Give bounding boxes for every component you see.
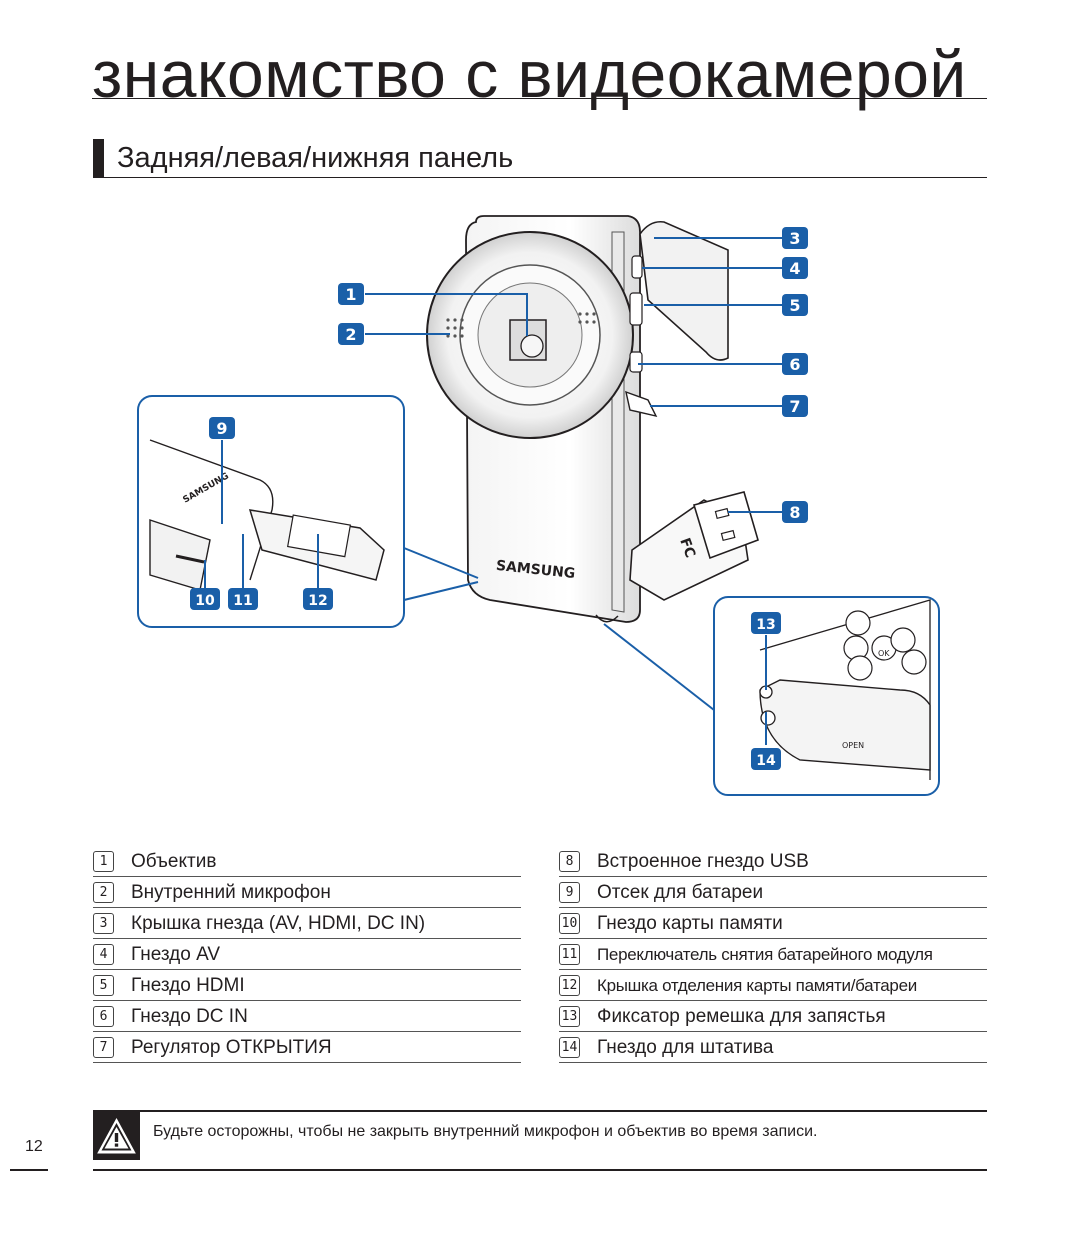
svg-text:14: 14 [756, 753, 776, 769]
callout-12: 12 [303, 588, 333, 610]
legend-number: 11 [559, 944, 580, 965]
page-number-rule [10, 1169, 48, 1171]
callout-4: 4 [782, 257, 808, 279]
legend-item: 12 Крышка отделения карты памяти/батареи [559, 970, 987, 1001]
svg-text:10: 10 [195, 593, 215, 609]
warning-text: Будьте осторожны, чтобы не закрыть внутр… [153, 1123, 818, 1140]
legend-item: 14 Гнездо для штатива [559, 1032, 987, 1063]
legend-number: 10 [559, 913, 580, 934]
title-rule [92, 98, 987, 99]
legend-label: Гнездо HDMI [131, 975, 245, 996]
legend-item: 8 Встроенное гнездо USB [559, 846, 987, 877]
callout-9: 9 [209, 417, 235, 439]
svg-text:4: 4 [789, 259, 800, 278]
callout-badges: 1 2 3 4 5 6 7 8 9 10 11 12 13 14 [190, 227, 808, 770]
legend-label: Отсек для батареи [597, 882, 764, 903]
legend-label: Гнездо AV [131, 944, 221, 965]
leader-lines [204, 237, 784, 745]
svg-text:1: 1 [345, 285, 356, 304]
legend-label: Крышка гнезда (AV, HDMI, DC IN) [131, 913, 426, 934]
callout-3: 3 [782, 227, 808, 249]
legend-item: 4 Гнездо AV [93, 939, 521, 970]
legend-item: 6 Гнездо DC IN [93, 1001, 521, 1032]
legend-label: Регулятор ОТКРЫТИЯ [131, 1037, 332, 1058]
legend-item: 2 Внутренний микрофон [93, 877, 521, 908]
svg-text:6: 6 [789, 355, 800, 374]
legend-number: 8 [559, 851, 580, 872]
warning-rule-bottom [93, 1169, 987, 1171]
legend-item: 3 Крышка гнезда (AV, HDMI, DC IN) [93, 908, 521, 939]
svg-text:8: 8 [789, 503, 800, 522]
callout-6: 6 [782, 353, 808, 375]
legend-number: 6 [93, 1006, 114, 1027]
legend-number: 4 [93, 944, 114, 965]
legend-label: Встроенное гнездо USB [597, 851, 809, 872]
legend-number: 1 [93, 851, 114, 872]
bottom-inset: OK OPEN [603, 596, 940, 796]
callout-2: 2 [338, 323, 364, 345]
section-title: Задняя/левая/нижняя панель [117, 142, 514, 174]
usb-fc-mark: FC [676, 536, 698, 560]
ok-label: OK [878, 649, 890, 658]
svg-text:12: 12 [308, 593, 327, 609]
legend-item: 7 Регулятор ОТКРЫТИЯ [93, 1032, 521, 1063]
legend-number: 13 [559, 1006, 580, 1027]
callout-5: 5 [782, 294, 808, 316]
legend-label: Объектив [131, 851, 217, 872]
callout-8: 8 [782, 501, 808, 523]
legend-left: 1 Объектив 2 Внутренний микрофон 3 Крышка г… [93, 846, 521, 1063]
warning-rule-top [93, 1110, 987, 1112]
callout-11: 11 [228, 588, 258, 610]
section-marker [93, 139, 104, 178]
svg-text:2: 2 [345, 325, 356, 344]
callout-7: 7 [782, 395, 808, 417]
legend-number: 3 [93, 913, 114, 934]
page-number: 12 [25, 1138, 43, 1155]
svg-text:9: 9 [216, 419, 227, 438]
svg-text:3: 3 [789, 229, 800, 248]
legend-number: 2 [93, 882, 114, 903]
lens [426, 231, 634, 439]
callout-10: 10 [190, 588, 220, 610]
svg-text:13: 13 [756, 617, 775, 633]
legend-label: Внутренний микрофон [131, 882, 331, 903]
legend-label: Переключатель снятия батарейного модуля [597, 945, 933, 964]
usb-plug: FC [629, 491, 759, 601]
legend-number: 12 [559, 975, 580, 996]
legend-number: 9 [559, 882, 580, 903]
legend-item: 10 Гнездо карты памяти [559, 908, 987, 939]
callout-13: 13 [751, 612, 781, 634]
legend-number: 7 [93, 1037, 114, 1058]
callout-14: 14 [751, 748, 781, 770]
svg-text:5: 5 [789, 296, 800, 315]
section-rule [93, 177, 987, 178]
camcorder-diagram: SAMSUNG FC [137, 215, 940, 796]
callout-1: 1 [338, 283, 364, 305]
legend-number: 14 [559, 1037, 580, 1058]
open-label: OPEN [842, 741, 864, 750]
legend-item: 9 Отсек для батареи [559, 877, 987, 908]
legend-item: 13 Фиксатор ремешка для запястья [559, 1001, 987, 1032]
legend-label: Фиксатор ремешка для запястья [597, 1006, 886, 1027]
legend-label: Крышка отделения карты памяти/батареи [597, 976, 917, 995]
legend-label: Гнездо карты памяти [597, 913, 783, 934]
warning-triangle-icon [93, 1112, 140, 1160]
jack-cover [625, 220, 729, 418]
legend-right: 8 Встроенное гнездо USB 9 Отсек для батаре… [559, 846, 987, 1063]
legend-item: 1 Объектив [93, 846, 521, 877]
legend-number: 5 [93, 975, 114, 996]
legend-item: 5 Гнездо HDMI [93, 970, 521, 1001]
legend-label: Гнездо DC IN [131, 1006, 248, 1027]
legend-label: Гнездо для штатива [597, 1037, 774, 1058]
svg-text:7: 7 [789, 397, 800, 416]
svg-text:11: 11 [233, 593, 252, 609]
legend-item: 11 Переключатель снятия батарейного модул… [559, 939, 987, 970]
